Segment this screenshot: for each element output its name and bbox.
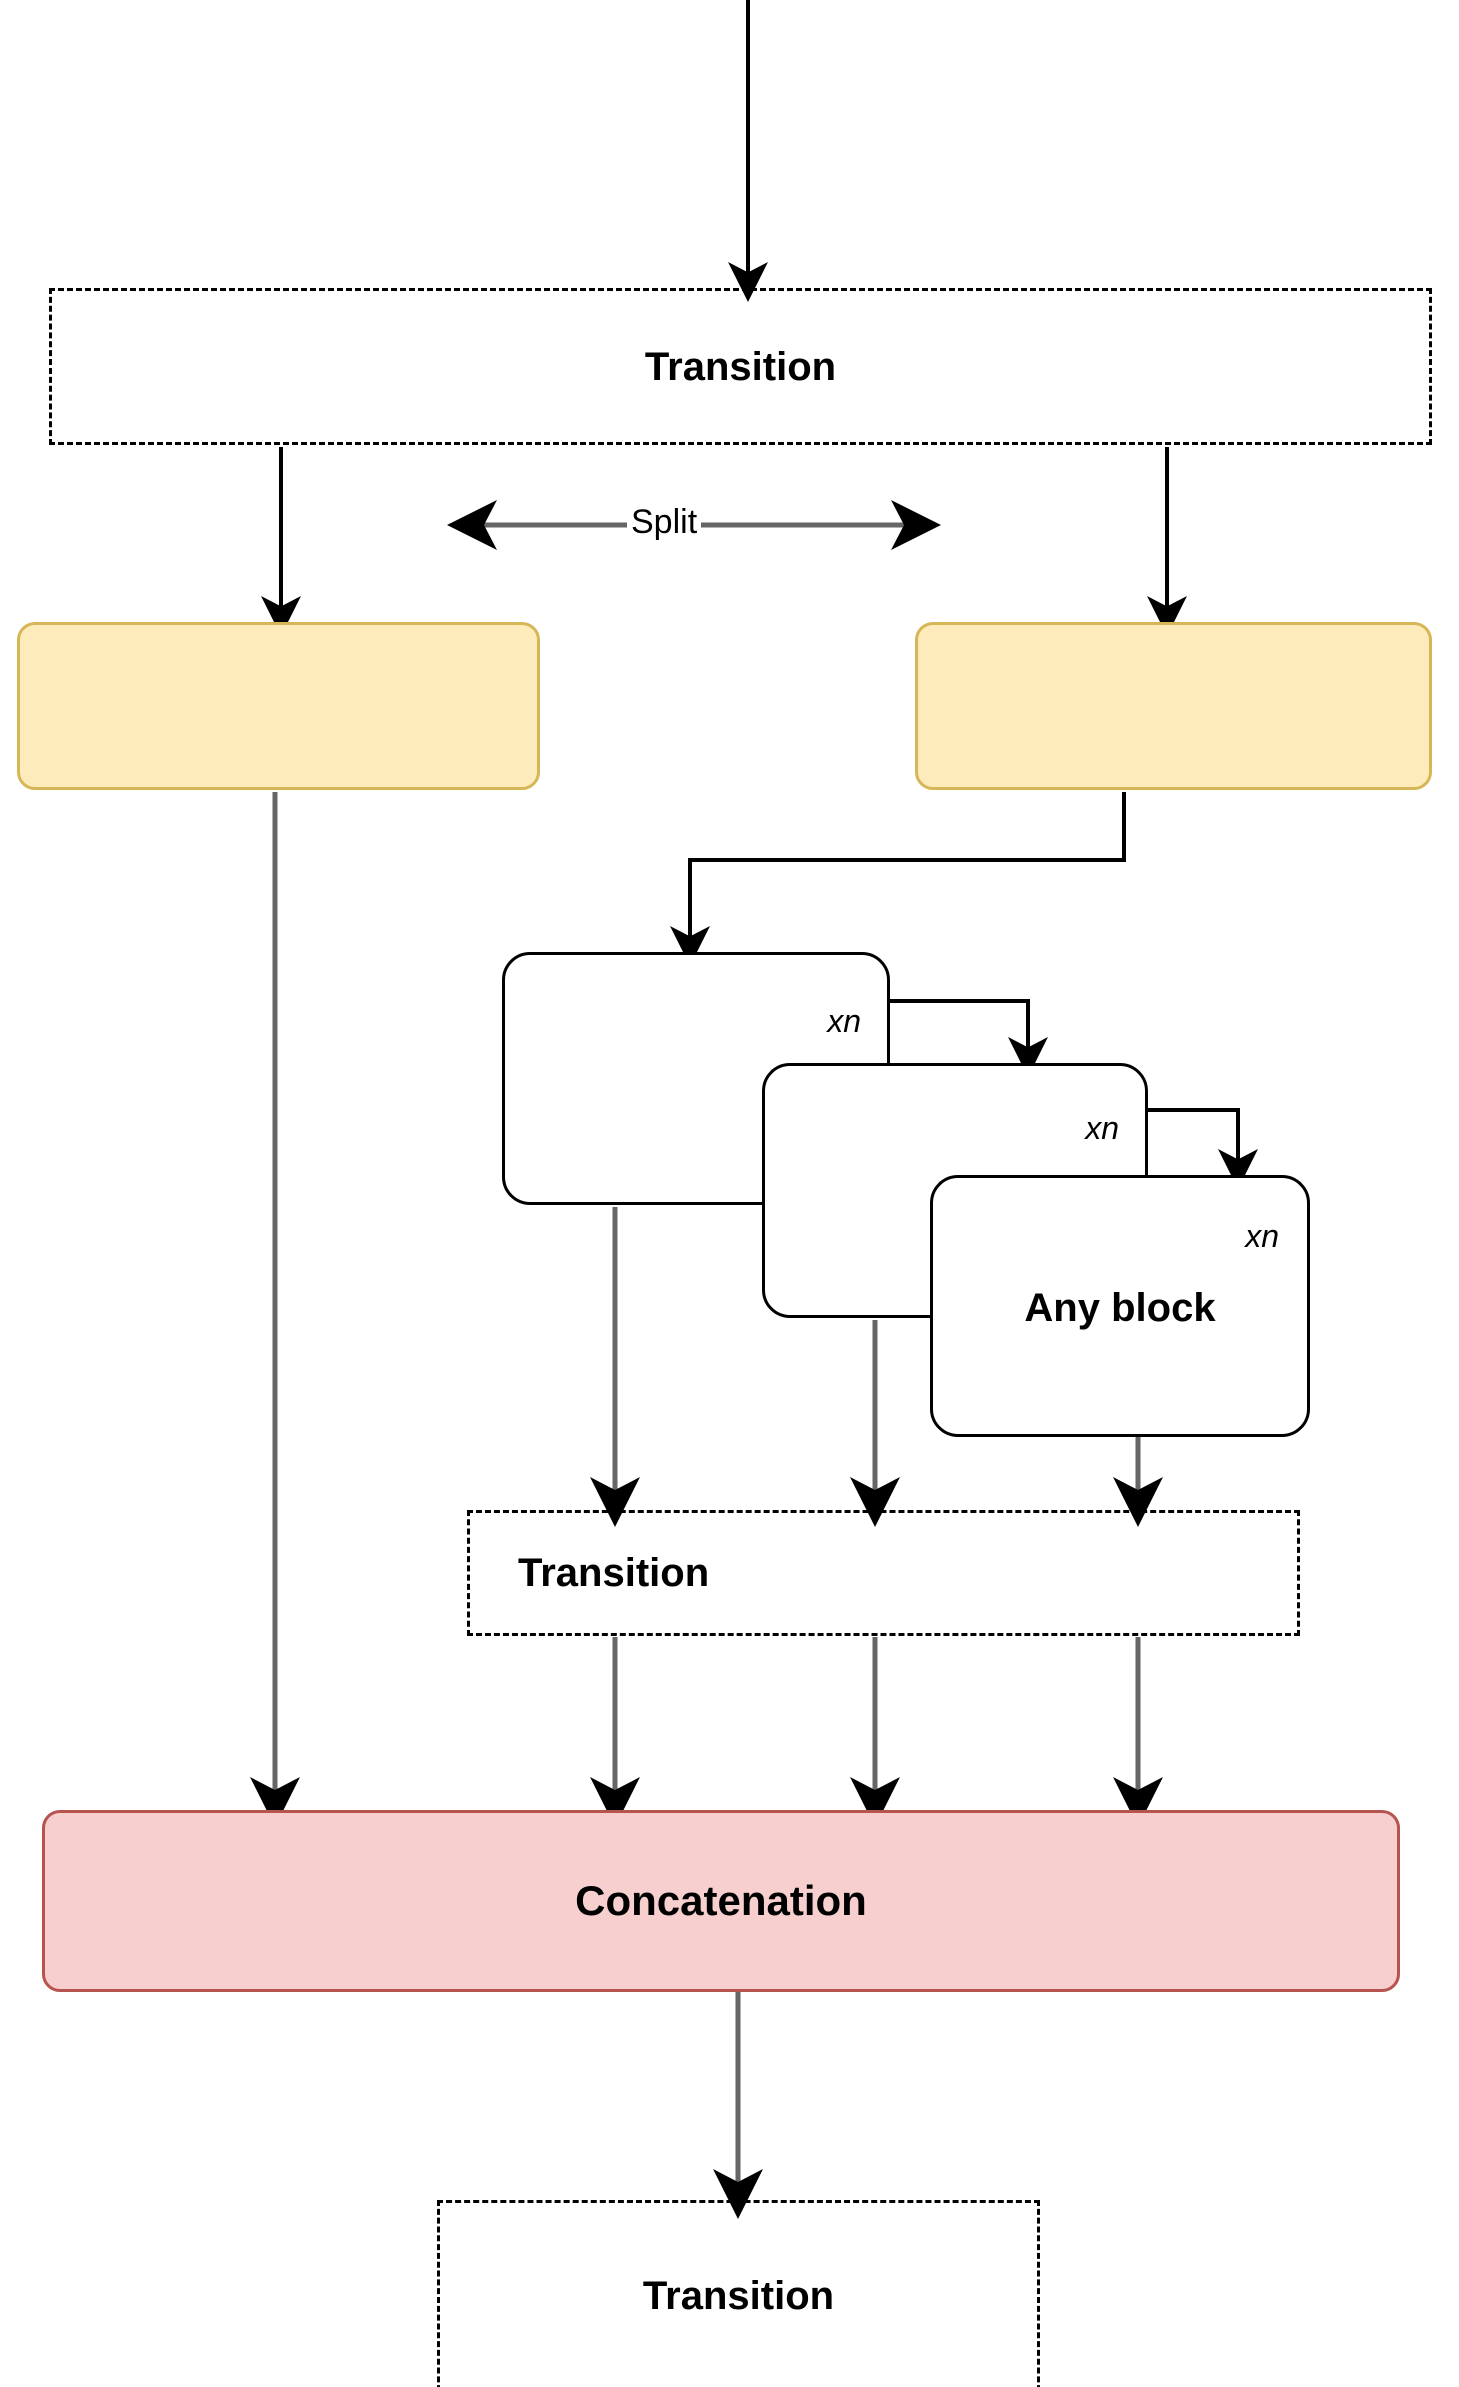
any-block-3[interactable]: xn Any block (930, 1175, 1310, 1437)
transition-bottom-label: Transition (642, 2274, 835, 2318)
any-block-2-repeat-badge: xn (1085, 1110, 1119, 1146)
transition-top-label: Transition (644, 344, 837, 389)
split-edge-label: Split (627, 503, 702, 542)
concatenation-label: Concatenation (575, 1876, 867, 1924)
branch-left-box[interactable] (17, 622, 540, 790)
transition-mid-label: Transition (518, 1551, 710, 1595)
edge-branch-right-to-block-1 (670, 792, 1126, 966)
any-block-3-repeat-badge: xn (1245, 1218, 1279, 1254)
concatenation-box[interactable]: Concatenation (42, 1810, 1400, 1992)
edge-block-2-to-block-3 (1148, 1108, 1258, 1189)
transition-bottom-box[interactable]: Transition (437, 2200, 1040, 2387)
any-block-1-repeat-badge: xn (827, 1003, 861, 1039)
transition-mid-box[interactable]: Transition (467, 1510, 1300, 1636)
branch-right-box[interactable] (915, 622, 1432, 790)
any-block-3-title: Any block (1024, 1286, 1216, 1330)
transition-top-box[interactable]: Transition (49, 288, 1432, 445)
edge-block-1-to-block-2 (890, 999, 1048, 1077)
